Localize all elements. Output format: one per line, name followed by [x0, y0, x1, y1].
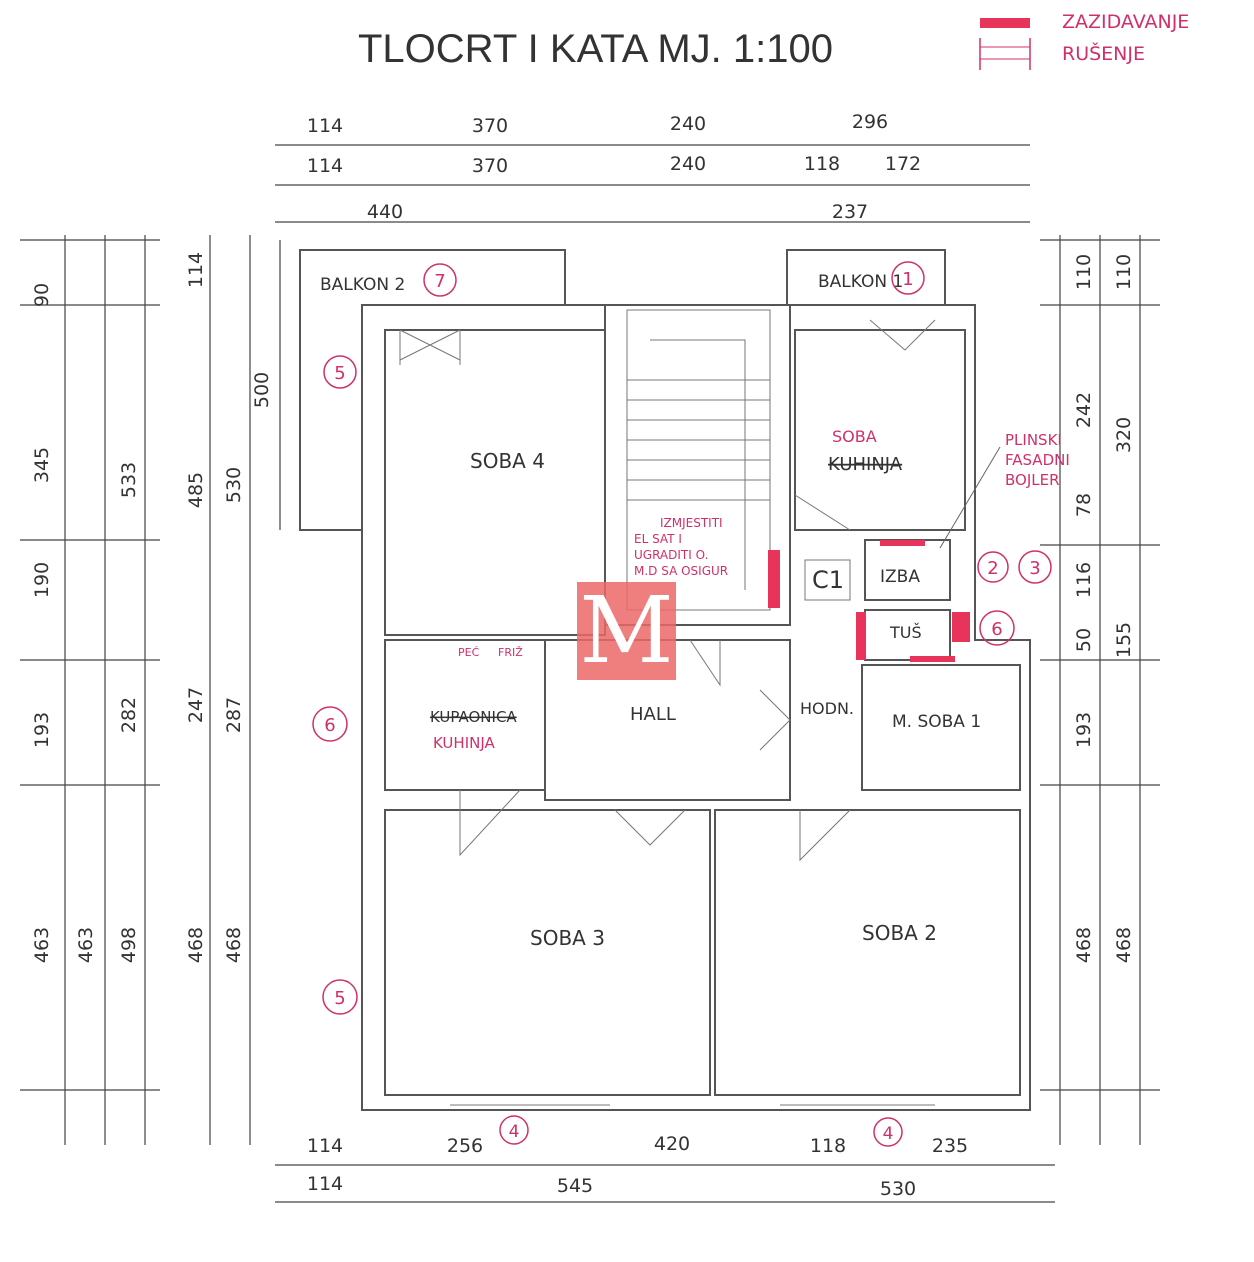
dimension-labels: 114 370 240 296 114 370 240 118 172 440 …: [31, 111, 1135, 1200]
dim: 237: [832, 201, 868, 223]
note-meter-3: UGRADITI O.: [634, 548, 708, 562]
dim: 90: [31, 283, 53, 307]
room-soba-3: SOBA 3: [530, 926, 605, 950]
dim: 320: [1113, 417, 1135, 453]
dim: 345: [31, 447, 53, 483]
room-m-soba-1: M. SOBA 1: [892, 712, 981, 732]
dim: 190: [31, 562, 53, 598]
room-kupaonica: KUPAONICA: [430, 708, 517, 726]
dim: 247: [185, 687, 207, 723]
dim: 114: [307, 115, 343, 137]
room-balkon-1: BALKON 1: [818, 272, 903, 292]
dim: 240: [670, 153, 706, 175]
dim: 114: [307, 1135, 343, 1157]
dim: 500: [251, 372, 273, 408]
dimension-lines: [20, 144, 1160, 1203]
dim: 193: [1073, 712, 1095, 748]
note-meter-1: IZMJESTITI: [660, 516, 723, 530]
room-soba-4: SOBA 4: [470, 449, 545, 473]
dim: 498: [118, 927, 140, 963]
dim: 287: [223, 697, 245, 733]
note-meter-4: M.D SA OSIGUR: [634, 564, 728, 578]
dim: 116: [1073, 562, 1095, 598]
marker: 2: [987, 558, 998, 579]
room-balkon-2: BALKON 2: [320, 275, 405, 295]
dim: 468: [223, 927, 245, 963]
label-friz: FRIŽ: [498, 646, 523, 659]
dim: 172: [885, 153, 921, 175]
room-soba-2: SOBA 2: [862, 921, 937, 945]
legend-demolish-swatch: [979, 46, 1031, 60]
room-hall: HALL: [630, 704, 676, 725]
dim: 114: [307, 1173, 343, 1195]
dim: 468: [1113, 927, 1135, 963]
label-pec: PEĆ: [458, 646, 480, 659]
annotations: PLINSKI FASADNI BOJLER IZMJESTITI EL SAT…: [634, 431, 1070, 578]
room-soba: SOBA: [832, 427, 877, 446]
note-boiler-1: PLINSKI: [1005, 431, 1062, 449]
room-izba: IZBA: [880, 567, 920, 587]
legend: ZAZIDAVANJE RUŠENJE: [979, 11, 1189, 70]
marker: 5: [334, 988, 345, 1009]
markers: 7 1 5 2 3 6 6 5 4 4: [312, 261, 1052, 1147]
marker: 1: [902, 269, 913, 290]
dim: 468: [1073, 927, 1095, 963]
dim: 110: [1113, 254, 1135, 290]
dim: 242: [1073, 392, 1095, 428]
dim: 110: [1073, 254, 1095, 290]
marker: 6: [324, 715, 335, 736]
dim: 296: [852, 111, 888, 133]
dim: 78: [1073, 493, 1095, 517]
plan-title: TLOCRT I KATA MJ. 1:100: [358, 27, 833, 71]
dim: 545: [557, 1175, 593, 1197]
marker: 4: [883, 1124, 894, 1144]
marker: 7: [434, 271, 445, 292]
dim: 530: [223, 467, 245, 503]
room-kuhinja: KUHINJA: [828, 454, 903, 475]
dim: 114: [185, 252, 207, 288]
dim: 118: [810, 1135, 846, 1157]
room-tus: TUŠ: [889, 623, 922, 642]
legend-build-swatch: [980, 18, 1030, 28]
room-labels: BALKON 2 BALKON 1 SOBA 4 SOBA KUHINJA IZ…: [320, 272, 981, 950]
dim: 420: [654, 1133, 690, 1155]
legend-build-label: ZAZIDAVANJE: [1062, 11, 1189, 33]
watermark-logo: M: [577, 582, 676, 680]
dim: 114: [307, 155, 343, 177]
legend-demolish-label: RUŠENJE: [1062, 41, 1145, 65]
note-meter-2: EL SAT I: [634, 532, 682, 546]
dim: 530: [880, 1178, 916, 1200]
note-boiler-3: BOJLER: [1005, 471, 1060, 489]
dim: 50: [1073, 628, 1095, 652]
note-boiler-2: FASADNI: [1005, 451, 1070, 469]
dim: 118: [804, 153, 840, 175]
dim: 485: [185, 472, 207, 508]
dim: 370: [472, 115, 508, 137]
dim: 370: [472, 155, 508, 177]
dim: 463: [75, 927, 97, 963]
dim: 440: [367, 201, 403, 223]
room-kuhinja-2: KUHINJA: [433, 734, 495, 752]
marker: 4: [509, 1122, 520, 1142]
dim: 235: [932, 1135, 968, 1157]
dim: 240: [670, 113, 706, 135]
room-hodn: HODN.: [800, 699, 854, 718]
dim: 463: [31, 927, 53, 963]
dim: 155: [1113, 622, 1135, 658]
marker: 5: [334, 363, 345, 384]
room-c1: C1: [812, 566, 844, 594]
dim: 468: [185, 927, 207, 963]
marker: 3: [1029, 558, 1040, 579]
marker: 6: [991, 619, 1002, 640]
new-walls: [768, 540, 970, 662]
dim: 533: [118, 462, 140, 498]
dim: 193: [31, 712, 53, 748]
dim: 282: [118, 697, 140, 733]
dim: 256: [447, 1135, 483, 1157]
